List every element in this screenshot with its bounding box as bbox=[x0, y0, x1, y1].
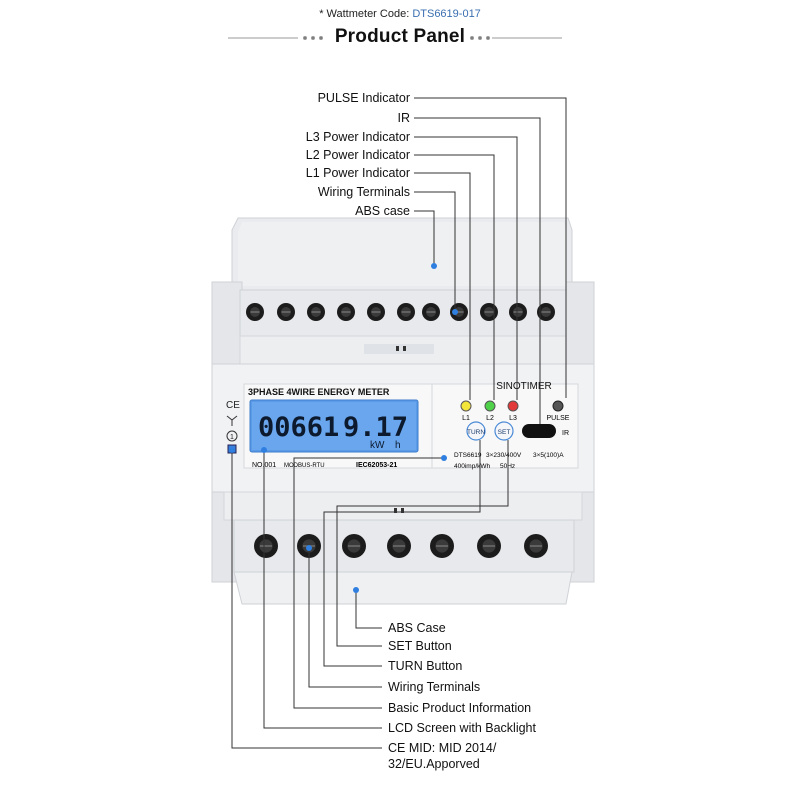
ce-mark: CE bbox=[226, 400, 240, 411]
lcd-unit-h: h bbox=[395, 440, 401, 451]
modbus-label: MODBUS-RTU bbox=[284, 463, 325, 469]
top-terminal-screw bbox=[480, 303, 498, 321]
voltage-label: 3×230/400V bbox=[486, 452, 522, 459]
top-terminal-screw bbox=[422, 303, 440, 321]
top-terminal-screw bbox=[537, 303, 555, 321]
callout-wiring-terminals-bottom: Wiring Terminals bbox=[388, 680, 481, 694]
callout-abs-case-bottom: ABS Case bbox=[388, 621, 446, 635]
l3-led bbox=[507, 400, 519, 412]
ir-label: IR bbox=[562, 430, 569, 437]
lcd-decimals: 9.17 bbox=[343, 412, 408, 443]
top-terminal-screw bbox=[337, 303, 355, 321]
pulse-label: PULSE bbox=[547, 415, 570, 422]
leader-lines bbox=[231, 97, 567, 749]
top-terminal-screw bbox=[246, 303, 264, 321]
meter-body bbox=[211, 217, 595, 605]
wattmeter-code-prefix: * Wattmeter Code: bbox=[319, 8, 413, 20]
model-label: DTS6619 bbox=[454, 452, 482, 459]
meter-heading: 3PHASE 4WIRE ENERGY METER bbox=[248, 387, 390, 397]
bottom-terminal-screw bbox=[430, 534, 454, 558]
top-terminal-screw bbox=[277, 303, 295, 321]
l2-led bbox=[484, 400, 496, 412]
l3-label: L3 bbox=[509, 415, 517, 422]
ir-port bbox=[522, 424, 556, 438]
set-button-label: SET bbox=[498, 429, 511, 436]
bottom-terminal-screw bbox=[477, 534, 501, 558]
callout-l3-indicator: L3 Power Indicator bbox=[305, 130, 410, 144]
callout-l1-indicator: L1 Power Indicator bbox=[305, 166, 410, 180]
bottom-terminal-screw bbox=[254, 534, 278, 558]
title-decoration bbox=[228, 36, 562, 40]
set-button[interactable]: SET bbox=[494, 421, 514, 441]
lcd-unit-kw: kW bbox=[370, 440, 385, 451]
pulse-led bbox=[552, 400, 564, 412]
callout-ce-mid-line1: CE MID: MID 2014/ bbox=[388, 741, 497, 755]
callout-basic-product-info: Basic Product Information bbox=[388, 701, 532, 715]
callout-ce-mid-line2: 32/EU.Apporved bbox=[388, 757, 480, 771]
lcd-screen: 00661 9.17 kW h bbox=[249, 399, 419, 453]
lcd-digits: 00661 bbox=[258, 412, 339, 443]
callout-ir: IR bbox=[397, 111, 411, 125]
mid-mark: 1 bbox=[230, 434, 234, 441]
standard-label: IEC62053-21 bbox=[356, 462, 397, 469]
callout-dots bbox=[229, 263, 458, 593]
callout-wiring-terminals-top: Wiring Terminals bbox=[317, 185, 410, 199]
wiring-symbol-icon bbox=[226, 415, 238, 426]
bottom-terminal-screw bbox=[342, 534, 366, 558]
l1-label: L1 bbox=[462, 415, 470, 422]
top-terminal-screw bbox=[307, 303, 325, 321]
top-terminal-screw bbox=[397, 303, 415, 321]
top-terminal-screw bbox=[367, 303, 385, 321]
turn-button[interactable]: TURN bbox=[466, 421, 486, 441]
callout-abs-case-top: ABS case bbox=[355, 204, 410, 218]
turn-button-label: TURN bbox=[467, 429, 485, 436]
page-title: Product Panel bbox=[334, 26, 466, 47]
l2-label: L2 bbox=[486, 415, 494, 422]
l1-led bbox=[460, 400, 472, 412]
callout-turn-button: TURN Button bbox=[388, 659, 463, 673]
meter-brand: SINOTIMER bbox=[496, 381, 552, 392]
callout-set-button: SET Button bbox=[388, 639, 452, 653]
top-terminal-screw bbox=[509, 303, 527, 321]
imp-label: 400imp/kWh bbox=[454, 463, 491, 470]
current-label: 3×5(100)A bbox=[533, 452, 564, 459]
wattmeter-code-value: DTS6619-017 bbox=[412, 8, 481, 20]
bottom-terminal-screw bbox=[387, 534, 411, 558]
wattmeter-code-line: * Wattmeter Code: DTS6619-017 bbox=[0, 8, 800, 20]
callout-pulse-indicator: PULSE Indicator bbox=[317, 91, 410, 105]
callout-lcd-screen: LCD Screen with Backlight bbox=[388, 721, 536, 735]
lower-wiring-terminals bbox=[254, 534, 548, 558]
bottom-terminal-screw bbox=[524, 534, 548, 558]
mid-mark-circle bbox=[226, 430, 238, 442]
callout-l2-indicator: L2 Power Indicator bbox=[305, 148, 410, 162]
